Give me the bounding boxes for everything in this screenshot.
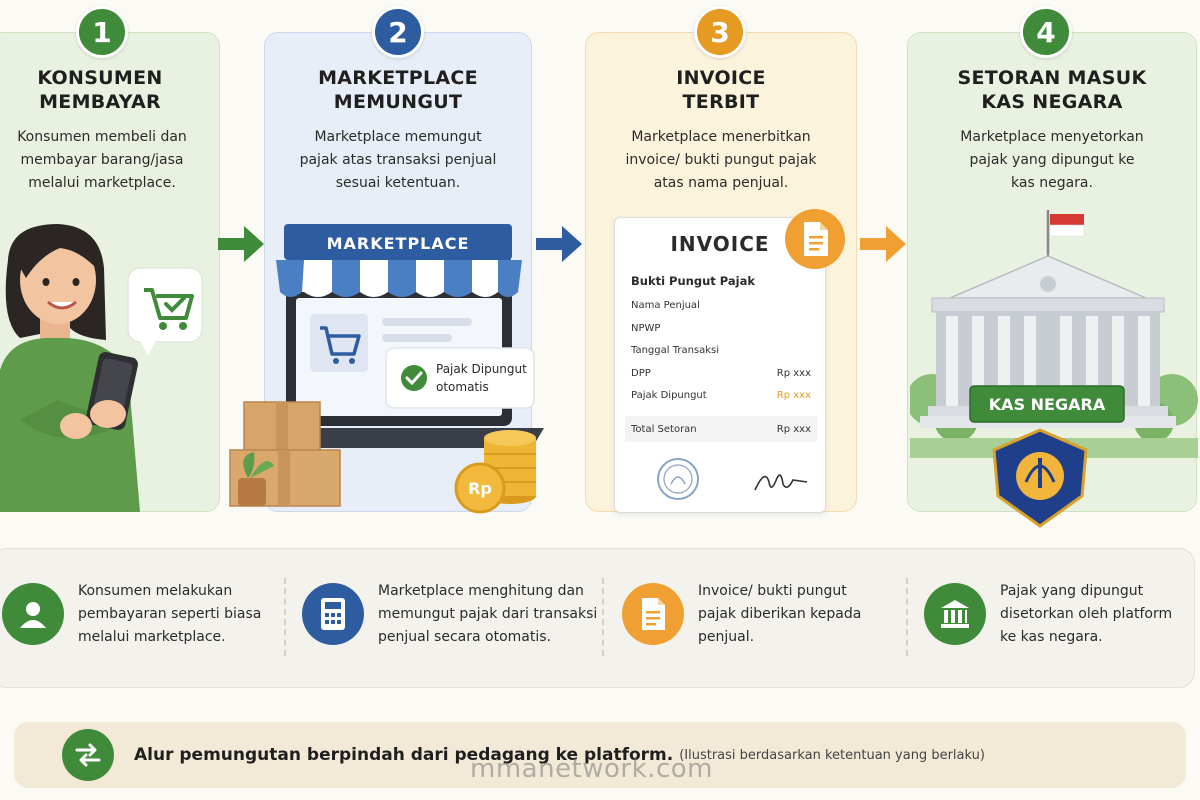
footer-statement: Alur pemungutan berpindah dari pedagang … xyxy=(134,745,674,765)
note-2: Marketplace menghitung dan memungut paja… xyxy=(302,574,597,654)
kas-negara-sign: KAS NEGARA xyxy=(989,395,1106,414)
footer-disclaimer: (Ilustrasi berdasarkan ketentuan yang be… xyxy=(679,747,985,763)
invoice-total-row: Total Setoran Rp xxx xyxy=(625,416,817,442)
kas-negara-building-illustration: KAS NEGARA xyxy=(910,210,1198,528)
step-2-title: MARKETPLACE MEMUNGUT xyxy=(318,67,478,113)
note-1-text: Konsumen melakukan pembayaran seperti bi… xyxy=(78,582,262,645)
signature-icon xyxy=(754,474,808,491)
step-3-title: INVOICE TERBIT xyxy=(676,67,766,113)
note-3: Invoice/ bukti pungut pajak diberikan ke… xyxy=(622,574,861,654)
document-icon xyxy=(785,209,845,269)
note-4-text: Pajak yang dipungut disetorkan oleh plat… xyxy=(1000,582,1173,645)
bank-icon xyxy=(924,583,986,645)
invoice-row: Tanggal Transaksi xyxy=(631,345,720,356)
watermark: mmanetwork.com xyxy=(470,754,713,784)
step-4-description: Marketplace menyetorkan pajak yang dipun… xyxy=(960,129,1144,191)
arrow-right-icon xyxy=(218,226,264,262)
step-1-number: 1 xyxy=(76,6,128,58)
note-2-text: Marketplace menghitung dan memungut paja… xyxy=(378,582,598,645)
store-sign-text: MARKETPLACE xyxy=(327,234,470,253)
step-1-title: KONSUMEN MEMBAYAR xyxy=(37,67,163,113)
marketplace-laptop-illustration: MARKETPLACE Pajak Dipungut otomatis Rp xyxy=(229,224,544,514)
document-icon xyxy=(622,583,684,645)
note-divider xyxy=(602,578,604,656)
coin-label: Rp xyxy=(468,479,492,498)
calculator-icon xyxy=(302,583,364,645)
step-2-description: Marketplace memungut pajak atas transaks… xyxy=(299,129,497,191)
seal-icon xyxy=(657,458,699,500)
note-4: Pajak yang dipungut disetorkan oleh plat… xyxy=(924,574,1172,654)
consumer-illustration xyxy=(0,224,203,512)
note-divider xyxy=(284,578,286,656)
arrow-right-icon xyxy=(536,226,582,262)
invoice-row: Pajak Dipungut Rp xxx xyxy=(631,390,811,401)
badge-line-1: Pajak Dipungut xyxy=(436,362,527,376)
badge-line-2: otomatis xyxy=(436,380,489,394)
step-3-description: Marketplace menerbitkan invoice/ bukti p… xyxy=(625,129,817,191)
step-1-description: Konsumen membeli dan membayar barang/jas… xyxy=(17,129,187,191)
notes-panel xyxy=(0,548,1195,688)
invoice-rows: Nama Penjual NPWP Tanggal Transaksi DPP … xyxy=(631,300,811,413)
invoice-heading: INVOICE xyxy=(670,232,770,256)
step-4-title: SETORAN MASUK KAS NEGARA xyxy=(957,67,1147,113)
note-divider xyxy=(906,578,908,656)
invoice-row: NPWP xyxy=(631,322,661,334)
user-icon xyxy=(2,583,64,645)
arrow-right-icon xyxy=(860,226,906,262)
step-3-number: 3 xyxy=(694,6,746,58)
footer-banner: Alur pemungutan berpindah dari pedagang … xyxy=(14,722,1186,788)
invoice-row: DPP Rp xxx xyxy=(631,367,811,379)
step-2-number: 2 xyxy=(372,6,424,58)
step-4-number: 4 xyxy=(1020,6,1072,58)
invoice-subheading: Bukti Pungut Pajak xyxy=(631,274,755,288)
invoice-row: Nama Penjual xyxy=(631,300,700,311)
invoice-document: INVOICE Bukti Pungut Pajak Nama Penjual … xyxy=(614,217,826,513)
note-3-text: Invoice/ bukti pungut pajak diberikan ke… xyxy=(698,582,862,645)
note-1: Konsumen melakukan pembayaran seperti bi… xyxy=(2,574,261,654)
swap-arrows-icon xyxy=(62,729,114,781)
